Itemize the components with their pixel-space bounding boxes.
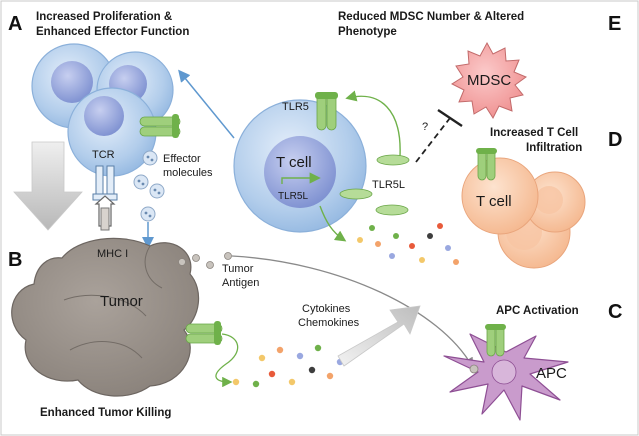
panel-e-title-line1: Reduced MDSC Number & Altered (338, 11, 524, 23)
tcell-d-label: T cell (476, 193, 512, 210)
tlr5-label: TLR5 (282, 101, 309, 113)
cytokine-dots-center (357, 223, 459, 265)
panel-a-title-line2: Enhanced Effector Function (36, 26, 189, 38)
tcr-label: TCR (92, 149, 115, 161)
panel-d-letter: D (608, 129, 622, 151)
effector-label-line1: Effector (163, 153, 201, 165)
panel-b-letter: B (8, 249, 22, 271)
tlr5-receptor-center (315, 92, 338, 131)
panel-d: Increased T Cell Infiltration D T cell (461, 127, 622, 269)
central-t-cell: T cell TLR5L TLR5 TLR5L (178, 69, 459, 265)
tlr5-receptor-d (476, 148, 497, 181)
panel-e-title-line2: Phenotype (338, 26, 397, 38)
panel-e: Reduced MDSC Number & Altered Phenotype … (338, 11, 621, 163)
tlr5l-feedback-arrow (345, 90, 401, 157)
effector-molecules (133, 150, 165, 222)
tumor-antigen-dots (178, 252, 232, 269)
proliferating-t-cells (31, 43, 174, 177)
tcr-mhc-complex (92, 165, 118, 231)
panel-a: A Increased Proliferation & Enhanced Eff… (8, 11, 213, 249)
tlr5l-outer-label: TLR5L (372, 179, 405, 191)
panel-b: B MHC I Tumor Tumor Antigen (8, 237, 474, 419)
panel-e-letter: E (608, 13, 621, 35)
antigen-to-apc-arrow (231, 255, 474, 369)
panel-c: APC Activation C APC (443, 301, 622, 421)
tumor-antigen-line1: Tumor (222, 263, 254, 275)
panel-a-letter: A (8, 13, 22, 35)
tlr5-receptor-a (139, 114, 181, 138)
panel-a-title-line1: Increased Proliferation & (36, 11, 172, 23)
tlr5-receptor-c (485, 324, 506, 357)
chemokines-label: Chemokines (298, 317, 360, 329)
tumor-label: Tumor (100, 293, 143, 310)
effector-label-line2: molecules (163, 167, 213, 179)
grey-arrow-diagonal (337, 305, 421, 367)
mdsc-inhibition-bar (437, 109, 463, 127)
tlr5l-ligands (339, 154, 410, 216)
tlr5l-expression-arrow (281, 172, 321, 184)
mhc-label: MHC I (97, 248, 128, 260)
grey-arrow-down (13, 141, 83, 231)
apc-label: APC (536, 365, 567, 382)
tlr5-receptor-b (185, 321, 223, 345)
tcell-center-label: T cell (276, 154, 312, 171)
panel-b-title: Enhanced Tumor Killing (40, 407, 171, 419)
panel-c-letter: C (608, 301, 622, 323)
mdsc-cell (450, 41, 528, 120)
tcell-to-panel-a-arrow (178, 69, 235, 139)
tumor-mass (11, 237, 200, 397)
apc-bound-antigen (469, 364, 479, 374)
panel-d-title-line1: Increased T Cell (490, 127, 578, 139)
tumor-antigen-line2: Antigen (222, 277, 259, 289)
panel-d-title-line2: Infiltration (526, 142, 582, 154)
panel-c-title: APC Activation (496, 305, 579, 317)
question-mark: ? (422, 121, 428, 133)
tlr5l-secretion-arrow (319, 205, 347, 242)
cytokines-label: Cytokines (302, 303, 351, 315)
mdsc-label: MDSC (467, 72, 511, 89)
tlr5l-inner-label: TLR5L (278, 191, 308, 202)
tlr5l-release-arrow-b (215, 333, 239, 388)
apc-nucleus (491, 359, 517, 385)
